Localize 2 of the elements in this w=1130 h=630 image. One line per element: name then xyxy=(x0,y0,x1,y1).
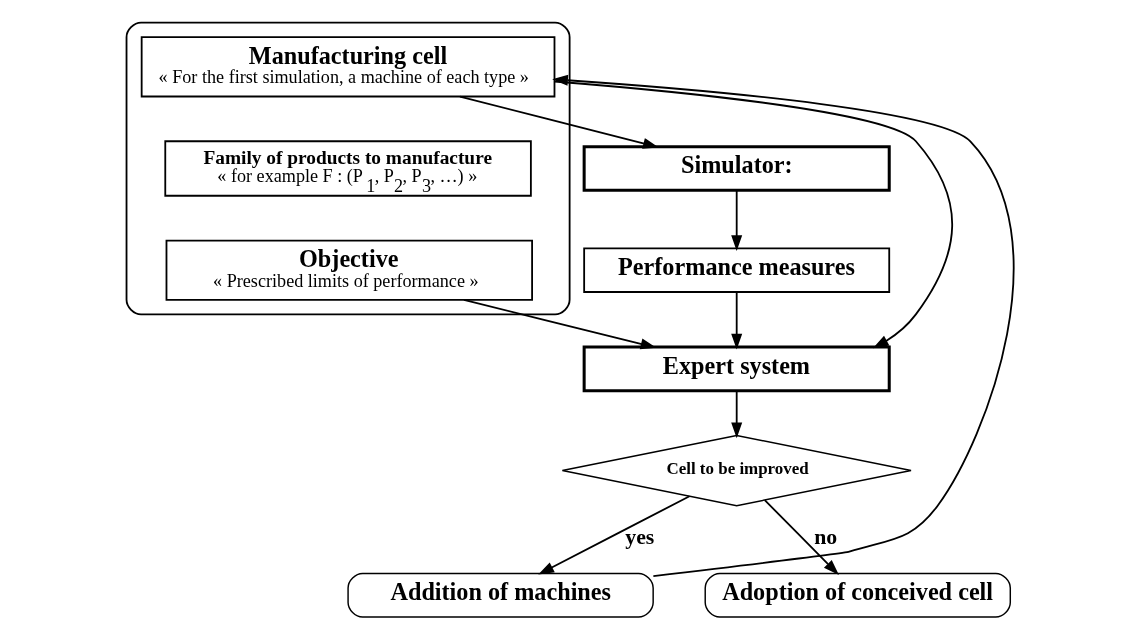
edge-label: no xyxy=(813,524,837,549)
edge-label: yes xyxy=(624,524,654,549)
